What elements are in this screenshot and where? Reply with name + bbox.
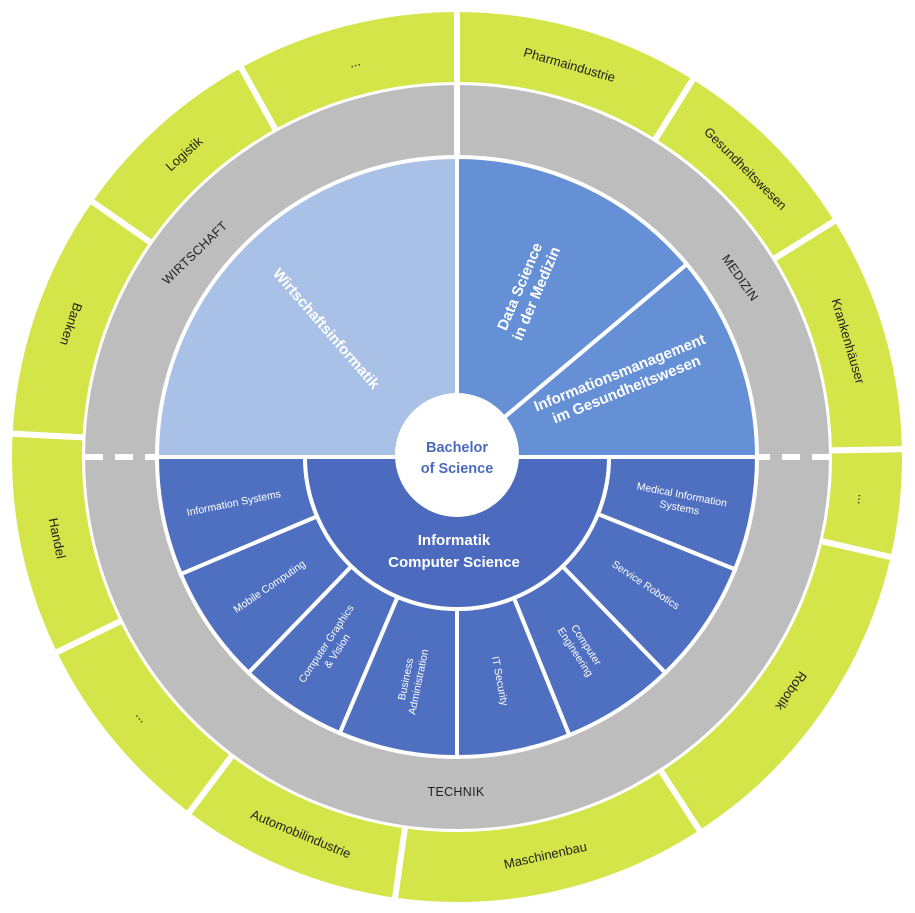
core-label-line1: Informatik bbox=[418, 532, 491, 549]
sector-data-science-medizin bbox=[455, 154, 690, 462]
center-label-line1: Bachelor bbox=[426, 440, 488, 456]
sector-informationsmanagement bbox=[451, 261, 760, 459]
core-label-line2: Computer Science bbox=[388, 554, 520, 571]
center-label: Bachelor of Science bbox=[421, 440, 494, 477]
band-label-technik: TECHNIK bbox=[428, 785, 485, 799]
sector-wirtschaftsinformatik bbox=[154, 154, 459, 459]
core-label: Informatik Computer Science bbox=[388, 532, 520, 571]
center-circle bbox=[395, 393, 519, 517]
industry-label-wirtschaft-more: ... bbox=[348, 53, 362, 70]
center-label-line2: of Science bbox=[421, 461, 494, 477]
industries-ring: PharmaindustrieGesundheitswesenKrankenhä… bbox=[6, 5, 908, 908]
industry-label-medizin-more: ... bbox=[855, 493, 871, 505]
program-sectors bbox=[154, 154, 760, 760]
core-informatik bbox=[302, 455, 612, 611]
